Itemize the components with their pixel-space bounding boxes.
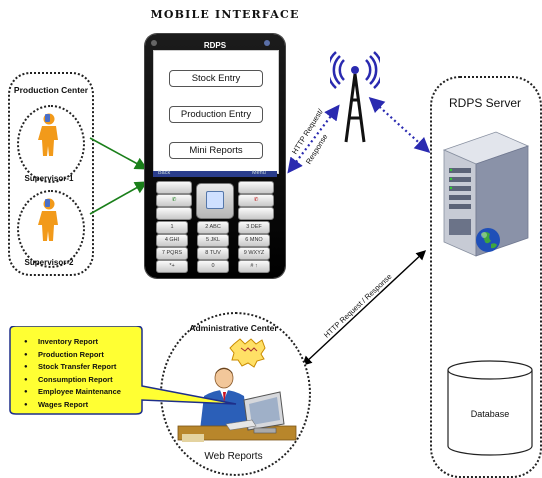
- link-admin-server: [301, 250, 427, 366]
- report-item-wages[interactable]: Wages Report: [10, 399, 160, 412]
- key-5[interactable]: 5 JKL: [197, 234, 229, 247]
- end-call-button[interactable]: ✆: [238, 194, 274, 207]
- key-1[interactable]: 1: [156, 221, 188, 234]
- nav-right-key[interactable]: [238, 207, 274, 220]
- softkey-right-button[interactable]: [238, 181, 274, 194]
- key-3[interactable]: 3 DEF: [238, 221, 270, 234]
- globe-icon: [476, 228, 500, 252]
- report-item-stock-transfer[interactable]: Stock Transfer Report: [10, 361, 160, 374]
- admin-worker-illustration: [177, 338, 297, 442]
- phone-sensor-icon: [264, 40, 270, 46]
- supervisor-1-icon: [38, 113, 58, 156]
- report-item-consumption[interactable]: Consumption Report: [10, 374, 160, 387]
- reports-list: Inventory Report Production Report Stock…: [10, 336, 160, 411]
- antenna-tower-icon: [330, 51, 380, 143]
- diagram-title: MOBILE INTERFACE: [150, 8, 300, 21]
- supervisor-2-icon: [38, 198, 58, 241]
- arrow-supervisor-1-to-phone: [89, 137, 148, 170]
- phone-camera-icon: [151, 40, 157, 46]
- key-0[interactable]: 0: [197, 260, 229, 273]
- key-8[interactable]: 8 TUV: [197, 247, 229, 260]
- report-item-employee-maintenance[interactable]: Employee Maintenance: [10, 386, 160, 399]
- menu-mini-reports-button[interactable]: Mini Reports: [169, 142, 263, 159]
- server-title: RDPS Server: [448, 96, 522, 110]
- report-item-production[interactable]: Production Report: [10, 349, 160, 362]
- report-item-inventory[interactable]: Inventory Report: [10, 336, 160, 349]
- dpad-center-button[interactable]: [206, 191, 224, 209]
- supervisor-1-label: Supervisor-1: [24, 174, 74, 183]
- softkey-left-label[interactable]: Back: [158, 170, 171, 176]
- key-9[interactable]: 9 WXYZ: [238, 247, 270, 260]
- softkey-left-button[interactable]: [156, 181, 192, 194]
- supervisor-2-label: Supervisor-2: [24, 258, 74, 267]
- call-button[interactable]: ✆: [156, 194, 192, 207]
- production-center-title: Production Center: [13, 85, 89, 95]
- key-2[interactable]: 2 ABC: [197, 221, 229, 234]
- key-star[interactable]: *+: [156, 260, 188, 273]
- nav-left-key[interactable]: [156, 207, 192, 220]
- admin-center-title: Administrative Center: [189, 323, 278, 333]
- menu-production-entry-button[interactable]: Production Entry: [169, 106, 263, 123]
- key-6[interactable]: 6 MNO: [238, 234, 270, 247]
- phone-softkey-bar: [153, 171, 277, 177]
- web-reports-label: Web Reports: [204, 451, 263, 462]
- database-label: Database: [470, 409, 510, 419]
- arrow-supervisor-2-to-phone: [89, 181, 148, 215]
- key-4[interactable]: 4 GHI: [156, 234, 188, 247]
- phone-screen-title: RDPS: [203, 41, 227, 50]
- database-icon: [447, 360, 533, 456]
- link-tower-server: [368, 97, 431, 153]
- softkey-right-label[interactable]: Menu: [252, 170, 266, 176]
- key-7[interactable]: 7 PQRS: [156, 247, 188, 260]
- menu-stock-entry-button[interactable]: Stock Entry: [169, 70, 263, 87]
- key-hash[interactable]: # ↑: [238, 260, 270, 273]
